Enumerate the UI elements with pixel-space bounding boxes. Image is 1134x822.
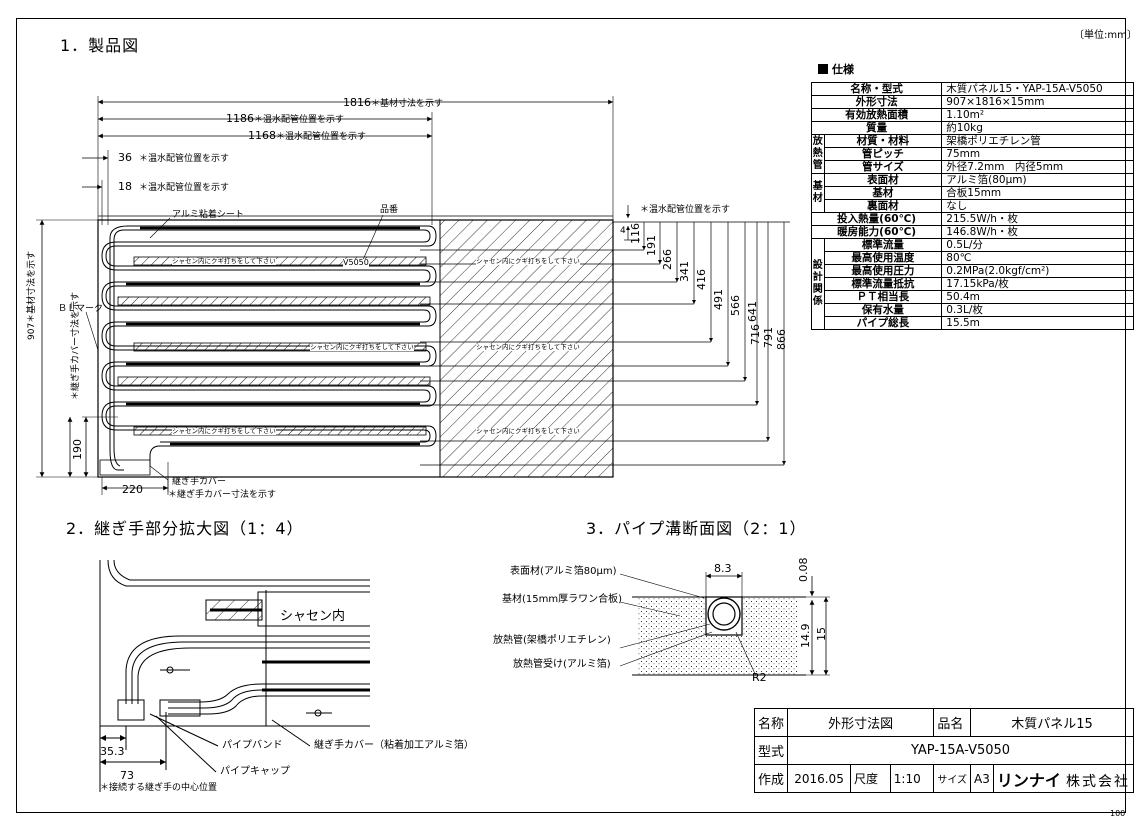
- label-tube-holder: 放熱管受け(アルミ箔): [513, 659, 611, 670]
- title-name-value: 外形寸法図: [787, 708, 935, 737]
- brand-name: リンナイ: [996, 770, 1061, 790]
- section-title-product: 1．製品図: [60, 36, 140, 55]
- label-nail-3: シャセン内にクギ打ちをして下さい: [172, 427, 276, 435]
- label-joint-cover-detail: 継ぎ手カバー（粘着加工アルミ箔）: [314, 740, 474, 751]
- square-icon: [818, 64, 828, 74]
- note-joint-center: ＊接続する継ぎ手の中心位置: [100, 783, 218, 793]
- dim-right: 266: [661, 249, 674, 270]
- label-aluminum-sheet: アルミ粘着シート: [172, 210, 244, 220]
- title-size-value: A3: [970, 764, 994, 793]
- spec-title: 仕様: [818, 64, 854, 75]
- dim-right: 416: [695, 269, 708, 290]
- label-pipe-cap: パイプキャップ: [220, 766, 290, 777]
- dim-1168: 1168＊温水配管位置を示す: [248, 129, 367, 142]
- spec-row: 基材表面材アルミ箔(80μm): [811, 173, 1134, 213]
- dim-36: 36 ＊温水配管位置を示す: [118, 151, 230, 164]
- dim-right: 791: [762, 327, 775, 348]
- label-bl-mark: ＢＬマーク: [58, 304, 104, 314]
- dim-1186: 1186＊温水配管位置を示す: [226, 112, 345, 125]
- title-product-header: 品名: [933, 708, 972, 737]
- label-heat-tube: 放熱管(架橋ポリエチレン): [493, 635, 611, 646]
- company-suffix: 株式会社: [1065, 773, 1130, 790]
- title-size-header: サイズ: [933, 764, 972, 793]
- dim-right: 641: [746, 301, 759, 322]
- dim-15: 15: [815, 627, 828, 641]
- dim-right: 341: [678, 261, 691, 282]
- label-hinban: 品番: [380, 205, 399, 215]
- label-nail-1: シャセン内にクギ打ちをして下さい: [172, 257, 276, 265]
- dim-35-3: 35.3: [100, 745, 125, 758]
- title-made-header: 作成: [753, 764, 789, 793]
- dim-190: 190: [71, 439, 84, 460]
- unit-note: 〔単位:mm〕: [1074, 30, 1134, 41]
- dim-907: 907＊基材寸法を示す: [27, 250, 37, 340]
- title-scale-header: 尺度: [850, 764, 891, 793]
- dim-8-3: 8.3: [714, 562, 732, 575]
- section-title-groove-section: 3．パイプ溝断面図（2：1）: [586, 519, 807, 538]
- dim-73: 73: [120, 769, 134, 782]
- dim-18: 18 ＊温水配管位置を示す: [118, 180, 230, 193]
- spec-row: 基材合板15mm: [812, 186, 1134, 200]
- spec-row: 投入熱量(60℃)215.5W/h・枚: [810, 212, 1134, 226]
- title-model-header: 型式: [753, 736, 789, 765]
- label-surface-material: 表面材(アルミ箔80μm): [510, 566, 617, 577]
- dim-cover-vertical: ＊継ぎ手カバー寸法を示す: [71, 291, 81, 400]
- drawing-frame: [16, 18, 1126, 813]
- label-nail-6: シャセン内にクギ打ちをして下さい: [476, 427, 580, 435]
- title-date: 2016.05: [787, 764, 852, 793]
- label-nail-4: シャセン内にクギ打ちをして下さい: [476, 257, 580, 265]
- dim-14-9: 14.9: [799, 623, 812, 649]
- dim-220: 220: [122, 483, 143, 496]
- label-joint-cover-dim: ＊継ぎ手カバー寸法を示す: [168, 490, 277, 500]
- right-dimension-lines: [420, 205, 790, 466]
- note-pipe-position: ＊温水配管位置を示す: [640, 205, 731, 215]
- pipe-thick: [126, 226, 420, 446]
- dim-4: 4: [620, 226, 626, 236]
- title-product-value: 木質パネル15: [970, 708, 1134, 737]
- dim-right: 491: [712, 289, 725, 310]
- dim-right: 116: [629, 223, 642, 244]
- company-logo: リンナイ 株式会社: [992, 764, 1134, 793]
- label-joint-cover: 継ぎ手カバー: [172, 477, 227, 487]
- dim-right: 866: [775, 329, 788, 350]
- label-nail-2: シャセン内にクギ打ちをして下さい: [310, 343, 414, 351]
- title-model-value: YAP-15A-V5050: [787, 736, 1134, 765]
- label-shasen: シャセン内: [280, 609, 346, 624]
- label-model: V5050: [343, 258, 369, 267]
- nail-strips: [117, 256, 431, 436]
- groove-section-drawing: [619, 572, 830, 677]
- dim-right: 716: [749, 324, 762, 345]
- joint-cover: [99, 459, 151, 476]
- section-title-joint-detail: 2．継ぎ手部分拡大図（1：4）: [66, 519, 304, 538]
- label-nail-5: シャセン内にクギ打ちをして下さい: [476, 343, 580, 351]
- title-scale-value: 1:10: [889, 764, 935, 793]
- label-r2: R2: [752, 671, 767, 684]
- title-block: 名称 外形寸法図 品名 木質パネル15 型式 YAP-15A-V5050 作成 …: [753, 708, 1134, 793]
- dim-1816: 1816＊基材寸法を示す: [343, 96, 444, 109]
- dim-right: 191: [645, 235, 658, 256]
- label-base-material: 基材(15mm厚ラワン合板): [502, 594, 623, 605]
- dim-0-08: 0.08: [797, 557, 810, 583]
- page-number: 100: [1110, 809, 1126, 818]
- title-name-header: 名称: [753, 708, 789, 737]
- joint-detail-drawing: [99, 559, 370, 792]
- pipe-serpentine: [101, 225, 437, 471]
- label-pipe-band: パイプバンド: [222, 740, 283, 751]
- dim-right: 566: [729, 295, 742, 316]
